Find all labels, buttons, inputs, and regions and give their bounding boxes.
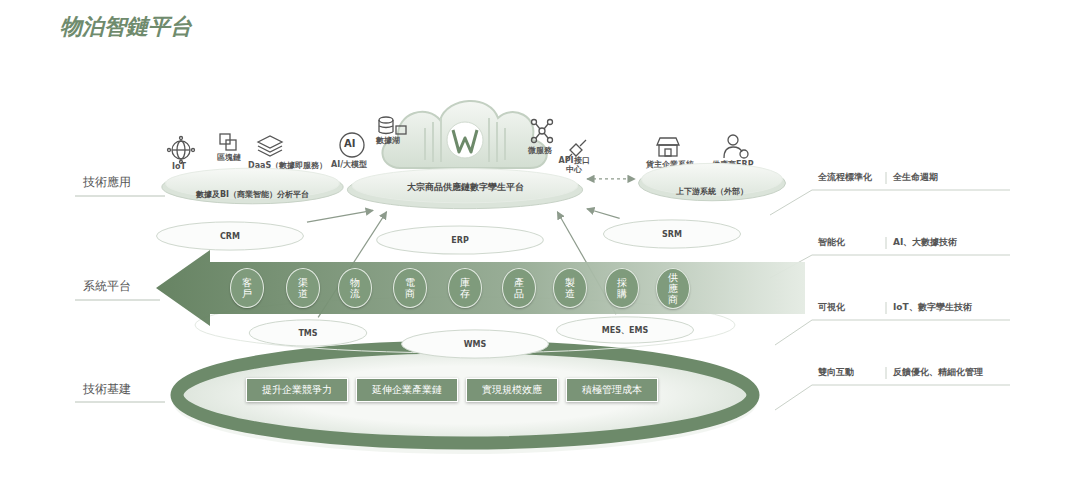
node-text: 渠道 bbox=[298, 277, 308, 299]
system-ellipse: SRM bbox=[602, 219, 742, 249]
section-rules bbox=[75, 196, 165, 402]
base-ring bbox=[177, 347, 753, 443]
text-label: IoT、數字孿生技術 bbox=[893, 302, 972, 312]
node-text: 電商 bbox=[405, 277, 415, 299]
node-text: 產品 bbox=[514, 277, 524, 299]
function-circle: 物流 bbox=[338, 268, 372, 308]
text-label: AI、大數據技術 bbox=[893, 237, 957, 247]
goal-box: 延伸企業產業鏈 bbox=[356, 378, 458, 402]
goal-box: 實現規模效應 bbox=[466, 378, 558, 402]
text-label: IoT bbox=[172, 162, 186, 171]
node-text: 供應商 bbox=[668, 272, 678, 305]
node-text: 數據及BI（商業智能）分析平台 bbox=[196, 189, 309, 200]
function-circle: 庫存 bbox=[448, 268, 482, 308]
page-title: 物泊智鏈平台 bbox=[60, 12, 192, 42]
node-text: SRM bbox=[662, 230, 682, 239]
node-text: WMS bbox=[464, 340, 487, 349]
node-text: MES、EMS bbox=[602, 325, 648, 336]
text-label: 區塊鏈 bbox=[217, 153, 241, 162]
node-text: 客戶 bbox=[242, 277, 252, 299]
ellipse-outline bbox=[157, 222, 304, 250]
system-ellipse: WMS bbox=[400, 329, 550, 359]
function-circle: 電商 bbox=[393, 268, 427, 308]
node-text: 上下游系統（外部） bbox=[676, 186, 748, 197]
platform-disk: 數據及BI（商業智能）分析平台 bbox=[160, 165, 345, 205]
text-label: 可視化 bbox=[818, 302, 845, 312]
connector bbox=[587, 178, 635, 179]
node-text: ERP bbox=[451, 236, 469, 245]
function-circle: 產品 bbox=[502, 268, 536, 308]
text-label: AI/大模型 bbox=[331, 160, 367, 169]
text-label: 微服務 bbox=[528, 146, 552, 155]
system-ellipse: MES、EMS bbox=[555, 316, 695, 344]
function-circle: 客戶 bbox=[230, 268, 264, 308]
node-text: 採購 bbox=[617, 277, 627, 299]
text-label: 全生命週期 bbox=[893, 172, 938, 182]
node-text: CRM bbox=[220, 232, 240, 241]
text-label: 全流程標準化 bbox=[818, 172, 872, 182]
text-label: API接口中心 bbox=[558, 156, 590, 174]
callout-lines bbox=[770, 172, 1010, 410]
connector bbox=[307, 210, 373, 222]
function-circle: 製造 bbox=[553, 268, 587, 308]
node-text: 物流 bbox=[350, 277, 360, 299]
disk-top bbox=[352, 169, 578, 203]
node-text: 實現規模效應 bbox=[482, 383, 542, 397]
function-circle: 供應商 bbox=[656, 268, 690, 309]
text-label: 系統平台 bbox=[83, 280, 131, 294]
tech-icons bbox=[168, 117, 749, 164]
goal-box: 積極管理成本 bbox=[566, 378, 658, 402]
platform-disk: 大宗商品供應鏈數字孿生平台 bbox=[345, 165, 585, 210]
text-label: 數據湖 bbox=[376, 136, 400, 145]
node-text: TMS bbox=[298, 329, 317, 338]
node-text: 積極管理成本 bbox=[582, 383, 642, 397]
function-circle: 渠道 bbox=[286, 268, 320, 308]
text-label: 反饋優化、精細化管理 bbox=[893, 367, 983, 377]
platform-disk: 上下游系統（外部） bbox=[637, 160, 787, 202]
node-text: 庫存 bbox=[460, 277, 470, 299]
system-arrow bbox=[156, 250, 805, 326]
ellipse-outline bbox=[603, 220, 740, 248]
node-text: 延伸企業產業鏈 bbox=[372, 383, 442, 397]
system-ellipse: ERP bbox=[375, 225, 545, 255]
node-text: 製造 bbox=[565, 277, 575, 299]
function-circle: 採購 bbox=[605, 268, 639, 308]
node-text: 提升企業競爭力 bbox=[262, 383, 332, 397]
system-ellipse: TMS bbox=[248, 319, 368, 347]
text-label: AI bbox=[344, 138, 355, 150]
system-ellipse: CRM bbox=[155, 221, 305, 251]
connector bbox=[587, 209, 620, 219]
ellipse-outline bbox=[377, 226, 544, 254]
cloud-icon bbox=[382, 101, 546, 168]
text-label: 技術基建 bbox=[83, 383, 131, 397]
text-label: 技術應用 bbox=[83, 176, 131, 190]
node-text: 大宗商品供應鏈數字孿生平台 bbox=[407, 181, 524, 194]
ellipse-outline bbox=[402, 330, 549, 358]
ellipse-outline bbox=[249, 320, 367, 346]
text-label: 雙向互動 bbox=[818, 367, 854, 377]
ellipse-outline bbox=[556, 317, 693, 343]
goal-box: 提升企業競爭力 bbox=[246, 378, 348, 402]
text-label: 智能化 bbox=[818, 237, 845, 247]
